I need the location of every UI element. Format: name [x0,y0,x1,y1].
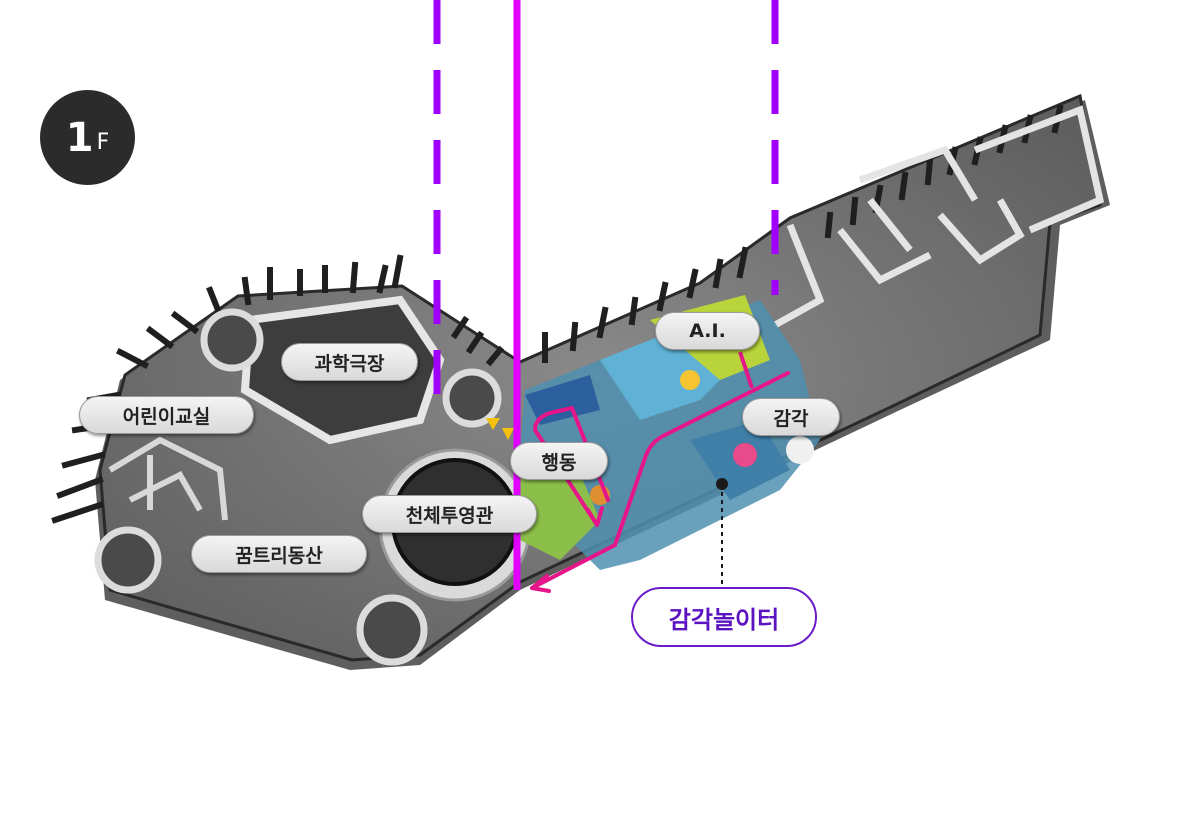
floor-number: 1 [65,114,94,161]
entrance-marker [486,418,514,440]
east-wing-rooms [773,105,1105,329]
round-towers [94,308,502,666]
zone-label-behavior[interactable]: 행동 [510,442,608,480]
facade-fins [51,104,1064,524]
sensory-playground-callout[interactable]: 감각놀이터 [631,587,817,647]
visitor-route-arrow [530,371,790,593]
section-lines [433,0,779,590]
zone-label-planetarium[interactable]: 천체투영관 [362,495,537,533]
callout-pointer [716,351,754,585]
floor-badge: 1 F [40,90,135,185]
zone-label-kids-classroom[interactable]: 어린이교실 [79,396,254,434]
floor-unit: F [96,130,110,155]
zone-label-ai[interactable]: A.I. [655,312,760,350]
zone-label-sense[interactable]: 감각 [742,398,840,436]
zone-label-science-theater[interactable]: 과학극장 [281,343,418,381]
kids-classroom-walls [108,436,228,521]
zone-label-dream-tree-cave[interactable]: 꿈트리동산 [191,535,367,573]
